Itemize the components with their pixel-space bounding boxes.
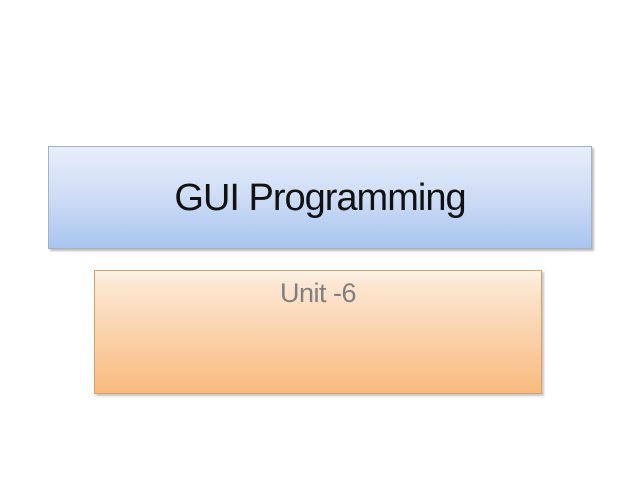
slide-title: GUI Programming xyxy=(174,177,466,219)
title-box: GUI Programming xyxy=(48,146,592,249)
subtitle-box: Unit -6 xyxy=(94,270,542,394)
slide-subtitle: Unit -6 xyxy=(279,278,357,308)
